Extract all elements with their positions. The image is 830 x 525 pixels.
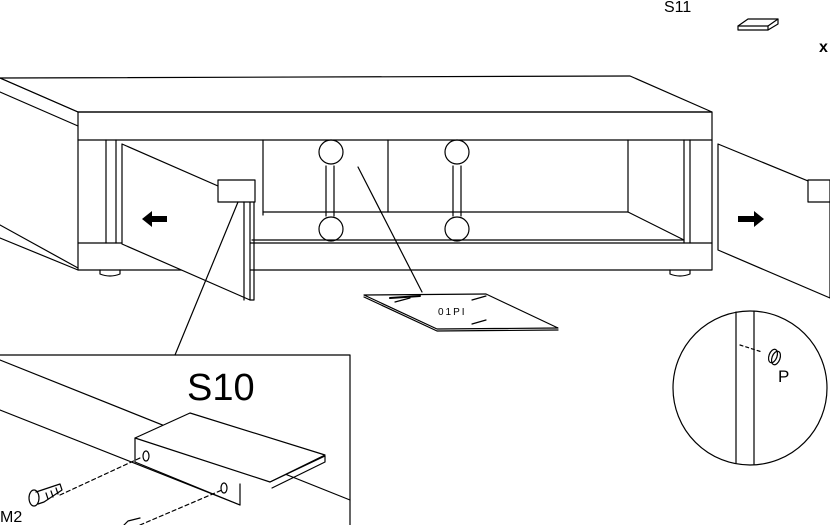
detail-circle-p xyxy=(672,310,828,466)
detail-s10-label: S10 xyxy=(187,367,255,409)
right-arrow-icon xyxy=(738,211,764,227)
screw-icon-2 xyxy=(123,517,141,525)
detail-leader-line xyxy=(174,201,239,356)
tv-cabinet xyxy=(0,75,713,277)
detail-box-s10 xyxy=(0,354,351,525)
part-s11-label: S11 xyxy=(664,0,691,16)
screw-icon xyxy=(28,483,63,507)
pin-label: P xyxy=(778,367,789,386)
glass-shelf xyxy=(357,166,559,332)
part-s11-icon xyxy=(737,18,779,31)
left-arrow-icon xyxy=(142,211,167,227)
shelf-pin-markers xyxy=(318,139,470,242)
glass-shelf-label: 01PI xyxy=(438,307,467,318)
screw-label: M2 xyxy=(0,509,22,525)
right-door xyxy=(717,143,830,299)
part-s11-quantity: x xyxy=(819,39,828,56)
left-door xyxy=(121,143,256,301)
